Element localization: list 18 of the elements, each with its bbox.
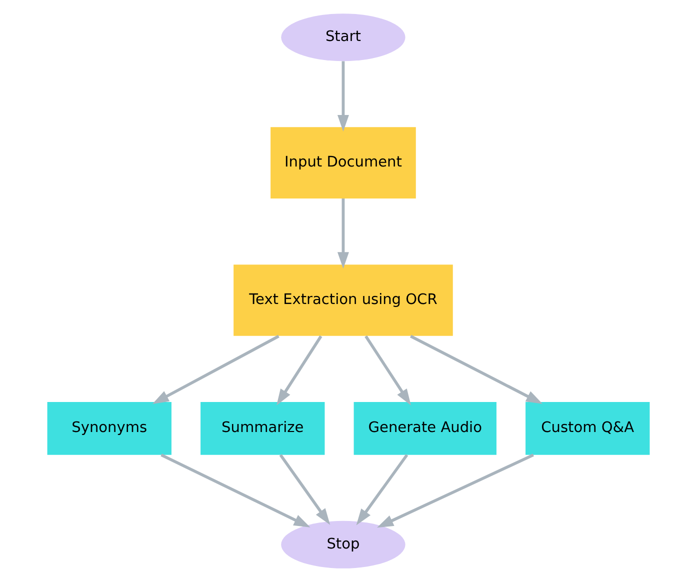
arrow (160, 454, 310, 528)
node-box: Custom Q&A (526, 402, 650, 455)
arrow (337, 61, 349, 132)
arrow (377, 454, 534, 528)
arrow (152, 334, 280, 404)
node-box: Synonyms (47, 402, 172, 455)
node-box: Text Extraction using OCR (234, 264, 453, 336)
arrow (279, 454, 330, 525)
arrow (276, 335, 322, 406)
node-box: Generate Audio (354, 402, 496, 455)
arrow (337, 198, 349, 269)
arrow (356, 454, 408, 526)
node-ellipse: Stop (281, 520, 406, 568)
node-box: Input Document (270, 127, 416, 199)
node-box: Summarize (200, 402, 325, 455)
arrow (364, 335, 411, 406)
node-ellipse: Start (281, 14, 406, 62)
arrow (410, 334, 543, 404)
